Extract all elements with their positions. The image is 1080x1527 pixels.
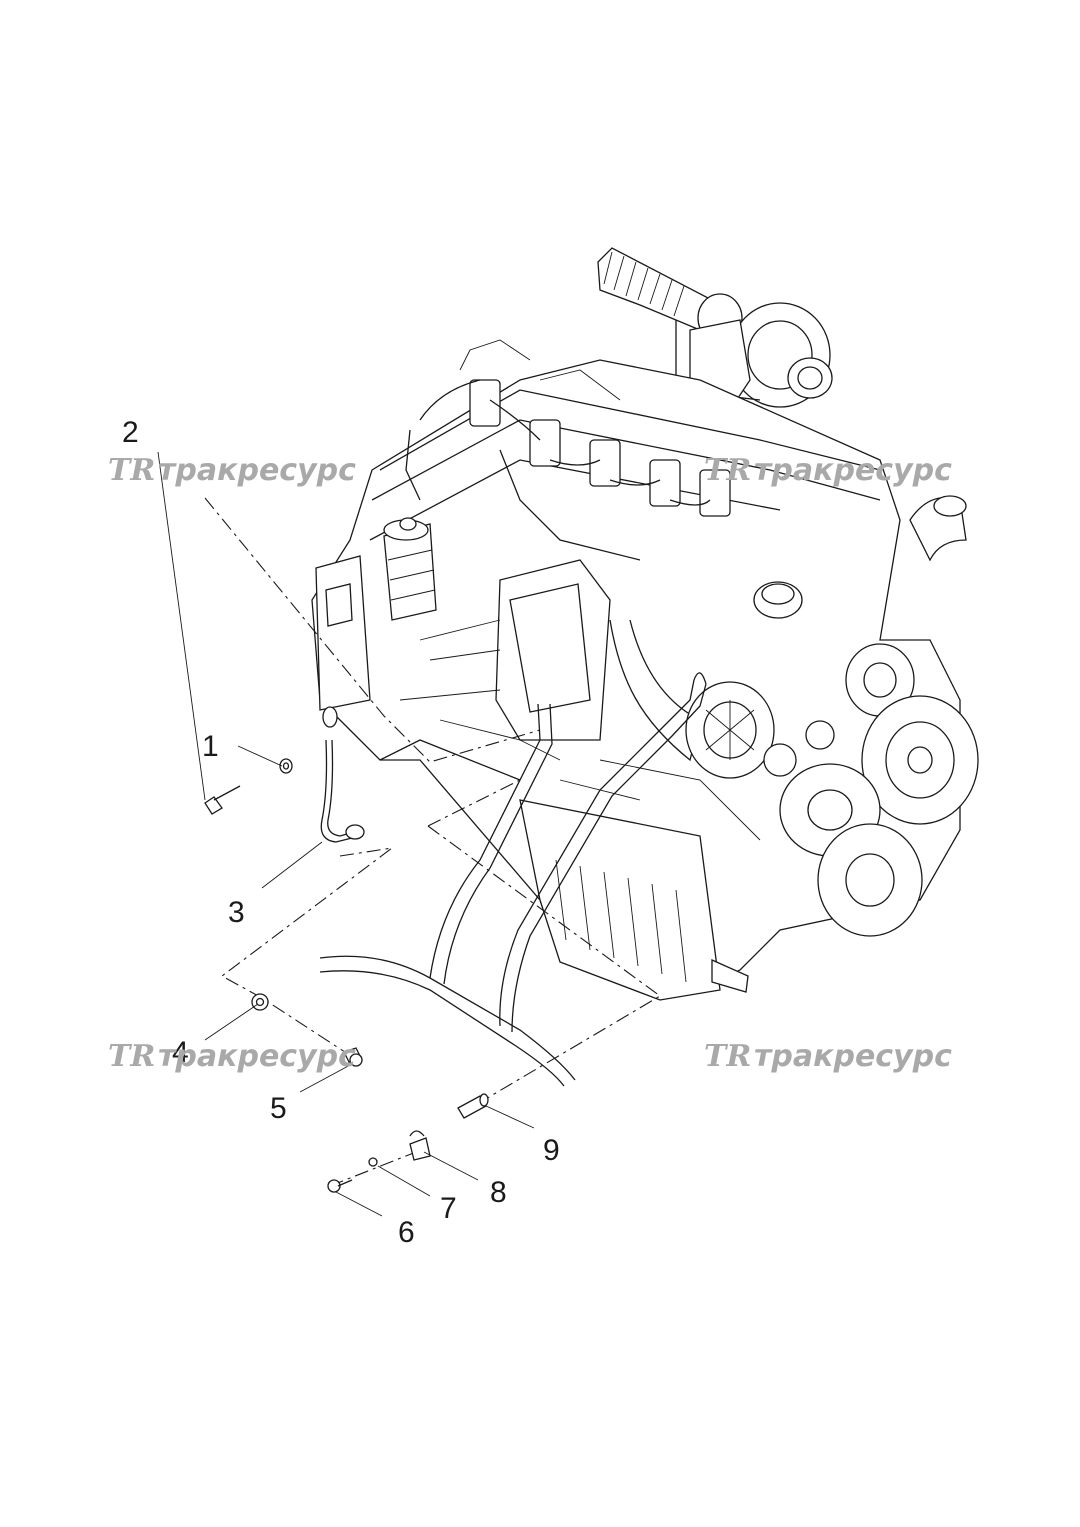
part-connector-9 (457, 1093, 489, 1119)
callout-9: 9 (543, 1134, 560, 1167)
callout-5: 5 (270, 1092, 287, 1125)
part-ground-cable-3 (320, 706, 365, 843)
watermark-text: тракресурс (754, 453, 952, 488)
callout-6: 6 (398, 1216, 415, 1249)
watermark-text: тракресурс (754, 1039, 952, 1074)
front-pulleys (763, 643, 979, 937)
wiring-harness (319, 672, 707, 1087)
engine-illustration (311, 247, 979, 1001)
callout-leaders (157, 451, 535, 1217)
engine-block (311, 339, 979, 1001)
callout-labels: 1 2 3 4 5 6 7 8 9 (122, 416, 560, 1249)
watermark-top-right: TR тракресурс (704, 453, 952, 488)
part-washer-7 (368, 1157, 378, 1167)
callout-4: 4 (172, 1036, 189, 1069)
part-bolt-2 (204, 785, 241, 815)
oil-filter (383, 517, 437, 621)
alternator (685, 681, 775, 779)
watermark-top-left: TR тракресурс (108, 453, 356, 488)
callout-3: 3 (228, 896, 245, 929)
part-clip-8 (409, 1130, 431, 1161)
watermark-logo: TR (704, 1039, 751, 1074)
watermark-logo: TR (108, 453, 155, 488)
watermark-bottom-right: TR тракресурс (704, 1039, 952, 1074)
watermark-bottom-left: TR тракресурс (108, 1039, 356, 1074)
callout-2: 2 (122, 416, 139, 449)
oil-pan (519, 799, 749, 1001)
part-washer-4 (251, 993, 269, 1011)
callout-1: 1 (202, 730, 219, 763)
assembly-leader-lines (204, 497, 661, 1187)
watermark-logo: TR (704, 453, 751, 488)
callout-7: 7 (440, 1192, 457, 1225)
part-nut-5 (343, 1047, 363, 1067)
watermark-text: тракресурс (158, 453, 356, 488)
watermark-logo: TR (108, 1039, 155, 1074)
turbocharger (675, 302, 833, 411)
callout-8: 8 (490, 1176, 507, 1209)
part-bolt-6 (327, 1179, 353, 1193)
part-washer-1 (279, 758, 293, 774)
watermark-text: тракресурс (158, 1039, 356, 1074)
fuel-injector-group (405, 339, 731, 561)
